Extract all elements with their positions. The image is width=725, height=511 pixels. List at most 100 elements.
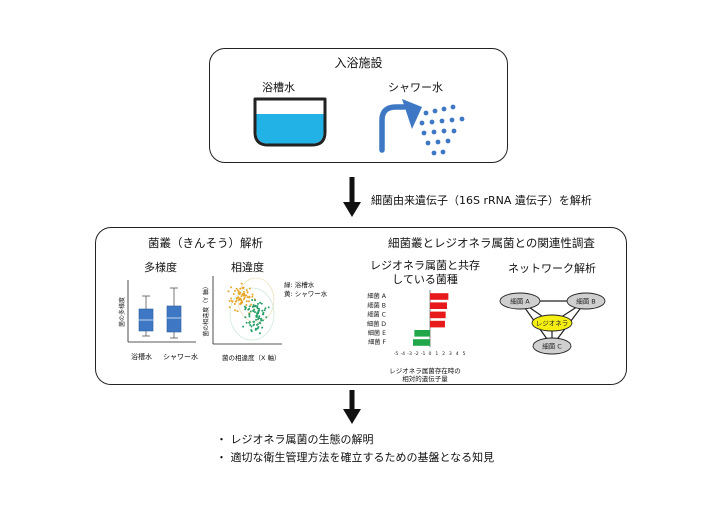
scatter-point-bath <box>244 316 247 319</box>
bar <box>430 293 449 300</box>
node-c <box>532 337 572 355</box>
scatter-point-shower <box>230 297 233 300</box>
bar <box>430 302 447 309</box>
scatter-point-bath <box>258 321 261 324</box>
scatter-point-bath <box>256 306 259 309</box>
bar-category-label: 細菌 D <box>367 320 386 328</box>
bath-water-label: 浴槽水 <box>262 81 295 94</box>
diversity-cat-bath: 浴槽水 <box>131 353 152 361</box>
scatter-point-shower <box>232 293 235 295</box>
scatter-point-bath <box>254 328 257 331</box>
bar-tick-label: 4 <box>456 351 459 357</box>
bar-tick-label: -2 <box>414 351 419 357</box>
scatter-point-bath <box>259 301 262 304</box>
scatter-point-shower <box>241 287 244 290</box>
similarity-ylabel: 菌の相違度（Y 軸） <box>202 283 210 337</box>
bar-category-label: 細菌 B <box>367 301 386 309</box>
scatter-point-shower <box>233 303 236 305</box>
scatter-point-shower <box>246 296 249 299</box>
node-a-label: 細菌 A <box>510 297 530 306</box>
scatter-point-bath <box>251 299 254 301</box>
scatter-point-bath <box>252 320 255 323</box>
coexist-xlabel-line1: レジオネラ属菌存在時の <box>389 367 461 375</box>
bar-category-label: 細菌 C <box>367 311 386 319</box>
coexist-xlabel-line2: 相対的遺伝子量 <box>402 375 448 383</box>
scatter-point-shower <box>235 287 238 290</box>
microbiota-analysis-title: 菌叢（きんそう）解析 <box>148 236 263 250</box>
scatter-point-bath <box>258 307 260 310</box>
network-title: ネットワーク解析 <box>508 262 596 275</box>
scatter-point-shower <box>242 298 245 301</box>
scatter-point-shower <box>251 295 254 298</box>
scatter-point-shower <box>234 309 236 312</box>
scatter-point-bath <box>254 311 257 314</box>
bar-tick-label: -3 <box>407 351 412 357</box>
scatter-point-bath <box>247 308 250 311</box>
similarity-title: 相違度 <box>231 261 264 274</box>
scatter-point-shower <box>247 300 250 303</box>
scatter-point-bath <box>264 307 267 310</box>
scatter-point-shower <box>248 296 251 299</box>
scatter-point-bath <box>260 318 262 320</box>
scatter-point-shower <box>251 293 254 296</box>
scatter-point-shower <box>237 291 240 294</box>
scatter-point-bath <box>249 310 252 313</box>
node-legionella-label: レジオネラ <box>536 320 569 328</box>
scatter-point-bath <box>254 299 256 302</box>
scatter-point-shower <box>240 299 243 302</box>
conclusion-item: ・ レジオネラ属菌の生態の解明 <box>216 433 374 446</box>
bar <box>430 320 445 328</box>
scatter-point-shower <box>243 290 245 293</box>
similarity-scatter: 菌の相違度（Y 軸） <box>202 276 282 345</box>
box-shower <box>166 305 182 333</box>
scatter-point-bath <box>245 321 248 324</box>
conclusion-item: ・ 適切な衛生管理方法を確立するための基盤となる知見 <box>216 451 495 464</box>
scatter-point-bath <box>267 306 270 309</box>
scatter-point-bath <box>261 326 264 329</box>
scatter-point-shower <box>227 290 230 293</box>
down-arrow-2 <box>343 390 361 424</box>
scatter-points <box>227 282 270 335</box>
similarity-xlabel: 菌の相違度（X 軸） <box>222 354 281 362</box>
scatter-point-shower <box>245 294 248 297</box>
node-b <box>566 292 606 310</box>
bar <box>430 311 446 319</box>
scatter-point-shower <box>239 297 242 300</box>
scatter-point-shower <box>235 297 238 300</box>
scatter-point-bath <box>262 313 265 316</box>
bar-tick-label: 0 <box>429 351 432 357</box>
scatter-point-bath <box>265 316 268 319</box>
scatter-point-bath <box>257 310 260 313</box>
shower-icon <box>379 99 465 156</box>
scatter-point-bath <box>256 315 258 318</box>
scatter-point-shower <box>245 304 248 306</box>
scatter-point-bath <box>255 318 257 321</box>
node-b-label: 細菌 B <box>576 297 596 306</box>
scatter-point-bath <box>244 308 247 311</box>
scatter-point-bath <box>261 309 264 312</box>
scatter-point-bath <box>242 325 245 328</box>
bar-tick-label: 5 <box>463 351 466 357</box>
scatter-point-bath <box>261 319 264 322</box>
scatter-point-shower <box>235 299 238 302</box>
coexist-title-line1: レジオネラ属菌と共存 <box>370 259 480 272</box>
bathing-facility-title: 入浴施設 <box>334 56 383 70</box>
scatter-point-bath <box>257 326 260 328</box>
network-diagram: 細菌 A 細菌 B 細菌 C レジオネラ <box>499 292 606 355</box>
bar <box>414 330 430 337</box>
scatter-point-shower <box>248 287 251 290</box>
scatter-point-bath <box>250 325 253 328</box>
similarity-legend-green: 緑: 浴槽水 <box>284 281 315 289</box>
scatter-point-bath <box>257 302 259 305</box>
scatter-point-bath <box>254 304 257 307</box>
scatter-point-shower <box>242 292 245 295</box>
similarity-legend-yellow: 黄: シャワー水 <box>284 290 328 298</box>
diversity-cat-shower: シャワー水 <box>163 353 198 361</box>
scatter-point-shower <box>236 289 239 292</box>
scatter-point-shower <box>239 287 242 290</box>
scatter-point-bath <box>258 332 261 335</box>
scatter-point-bath <box>248 313 251 316</box>
scatter-point-bath <box>248 315 251 318</box>
scatter-point-shower <box>236 310 239 313</box>
scatter-point-bath <box>256 311 259 314</box>
